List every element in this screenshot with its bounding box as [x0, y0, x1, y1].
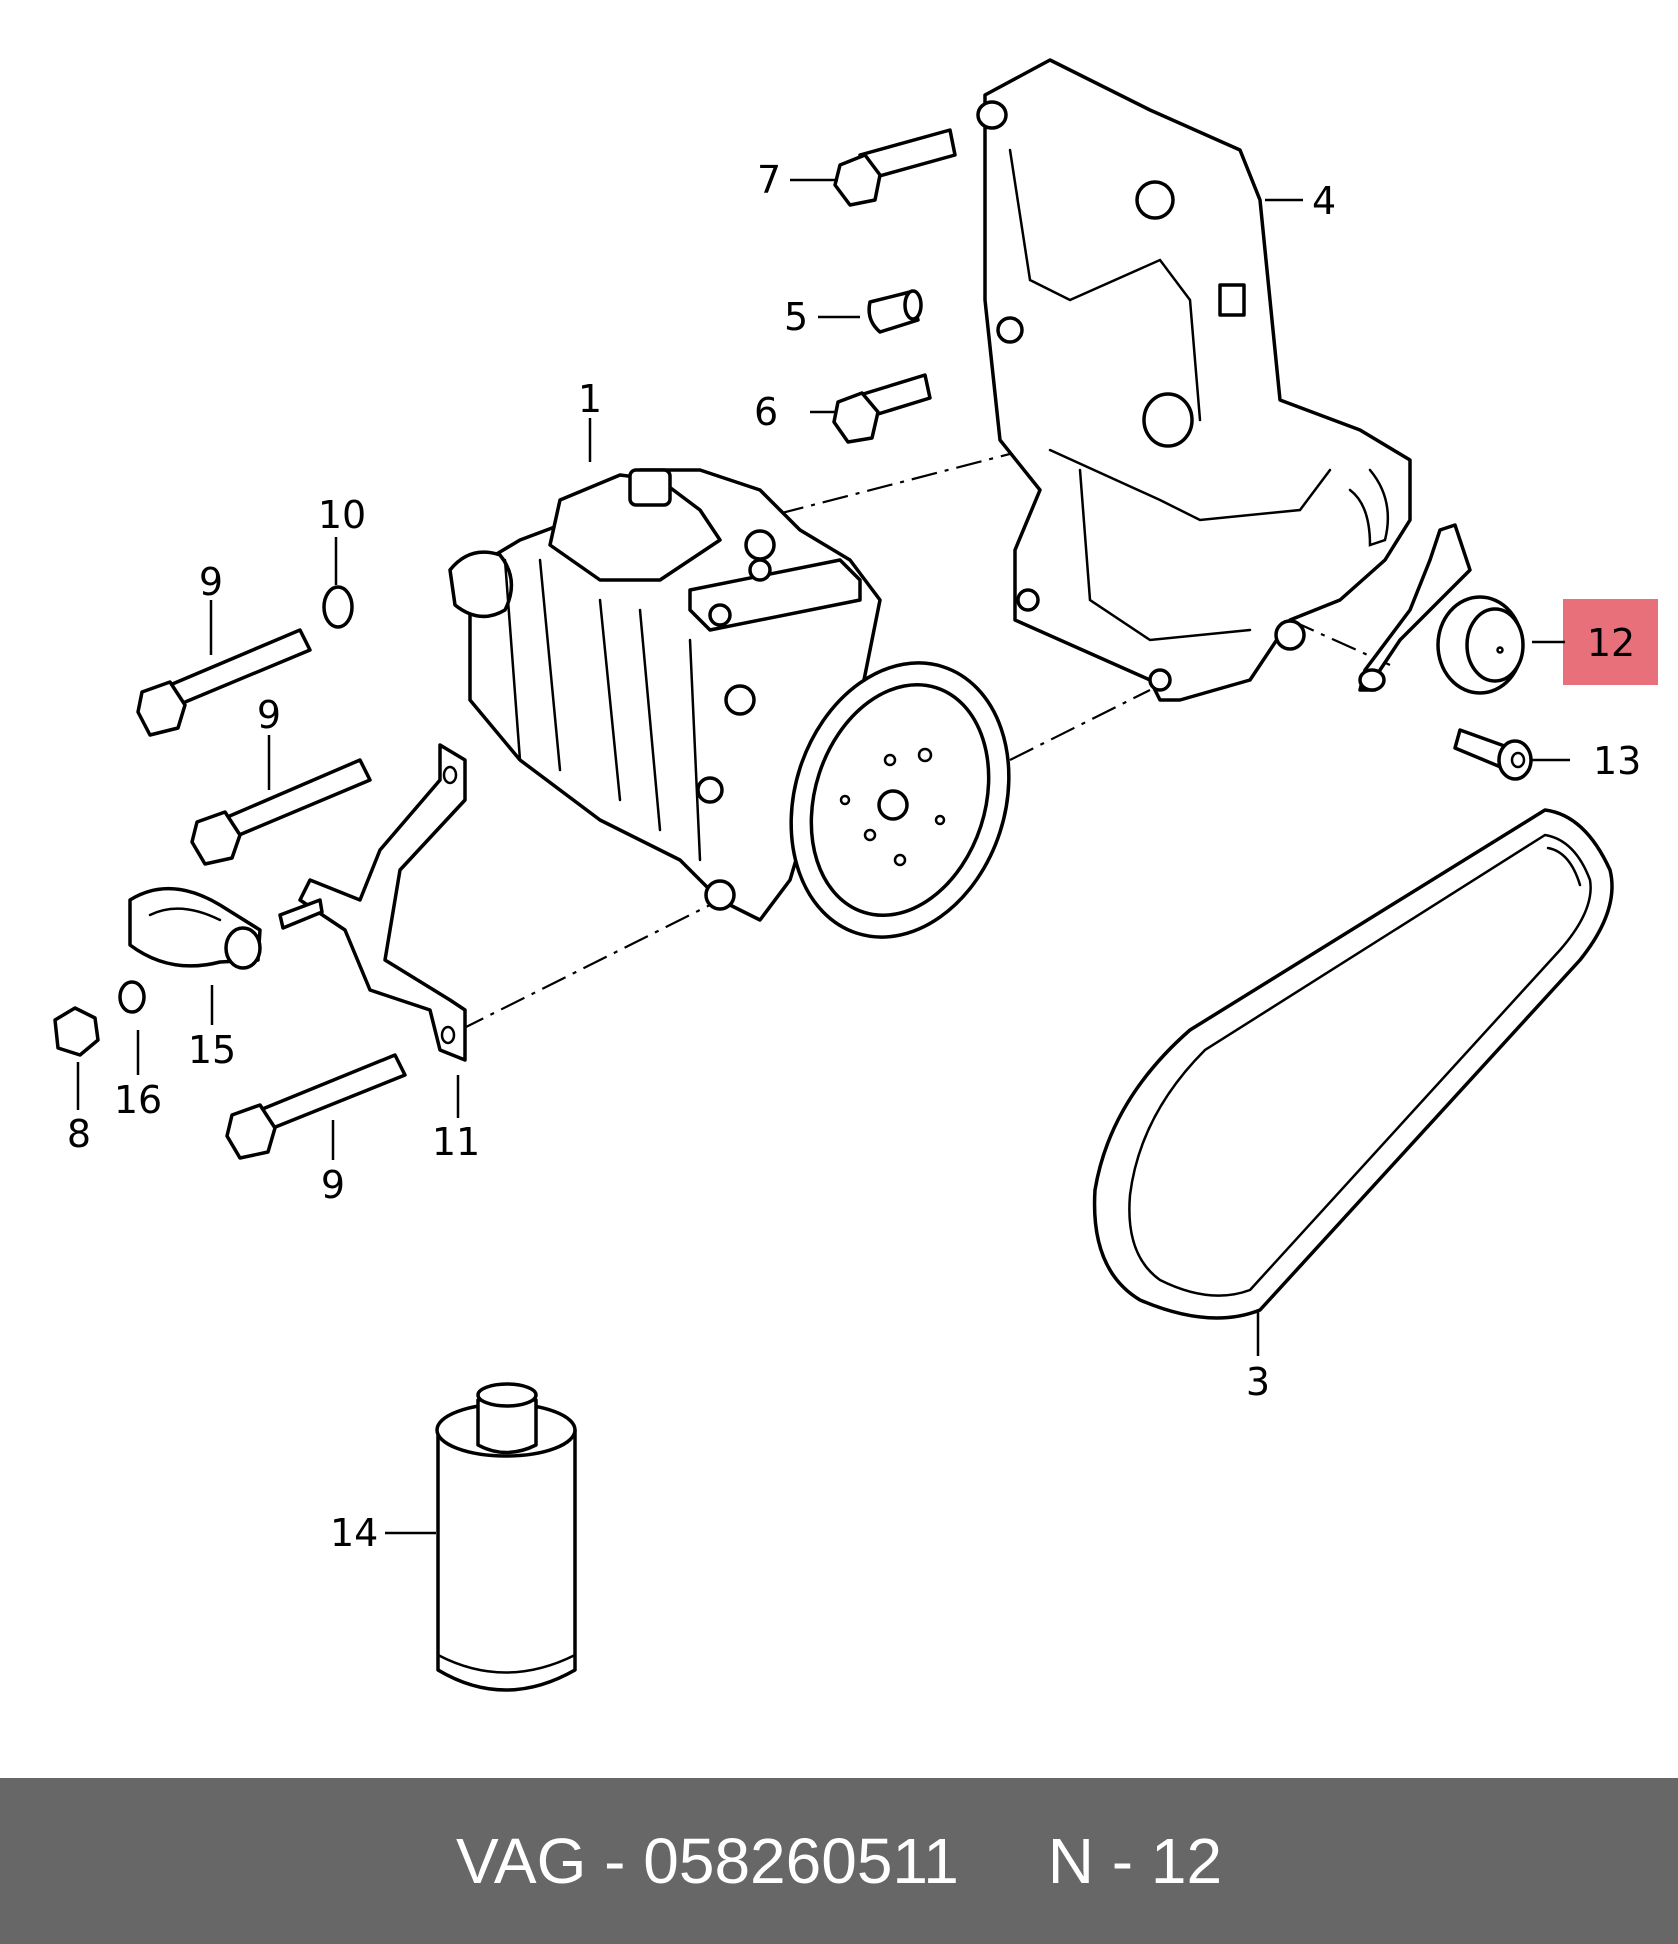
label-7: 7	[757, 158, 781, 202]
label-11: 11	[432, 1120, 480, 1164]
oil-can-part	[435, 1382, 577, 1692]
leader-lines	[76, 178, 1570, 1535]
support-bracket-11-part	[298, 743, 467, 1062]
highlight-box	[1563, 599, 1658, 685]
alignment-line	[459, 899, 721, 1031]
label-15: 15	[188, 1028, 236, 1072]
bolt-9-lower-part	[225, 1053, 407, 1160]
label-5: 5	[784, 295, 808, 339]
sleeve-5-part	[867, 289, 923, 334]
alignment-line	[1289, 618, 1391, 667]
bolt-7-part	[833, 128, 957, 207]
clamp-15-part	[128, 886, 324, 970]
compressor-part	[448, 468, 1011, 939]
label-12: 12	[1587, 621, 1635, 665]
washer-10-part	[322, 585, 354, 629]
washer-16-part	[118, 980, 146, 1014]
label-6: 6	[754, 390, 778, 434]
label-16: 16	[114, 1078, 162, 1122]
nut-8-part	[53, 1006, 100, 1057]
label-4: 4	[1312, 179, 1336, 223]
bracket-part	[976, 58, 1412, 702]
label-9-upper: 9	[199, 560, 223, 604]
bolt-13-part	[1453, 728, 1533, 781]
label-1: 1	[578, 377, 602, 421]
label-9-middle: 9	[257, 693, 281, 737]
alignment-line	[1009, 689, 1151, 761]
label-3: 3	[1246, 1360, 1270, 1404]
tensioner-part	[1358, 523, 1525, 695]
exploded-parts-diagram: 1 3 4 5 6 7 8 9 9 9 10 11 12 13 14 15 16	[53, 58, 1658, 1692]
label-13: 13	[1593, 739, 1641, 783]
bolt-6-part	[832, 373, 932, 444]
part-number-footer: VAG - 058260511 N - 12	[0, 1778, 1678, 1944]
bolt-9-middle-part	[190, 758, 372, 866]
label-9-lower: 9	[321, 1163, 345, 1207]
ribbed-belt-part	[1092, 808, 1614, 1320]
bolt-9-upper-part	[136, 628, 312, 737]
footer-text: VAG - 058260511 N - 12	[455, 1825, 1223, 1897]
label-8: 8	[67, 1112, 91, 1156]
label-14: 14	[330, 1511, 378, 1555]
label-10: 10	[318, 493, 366, 537]
